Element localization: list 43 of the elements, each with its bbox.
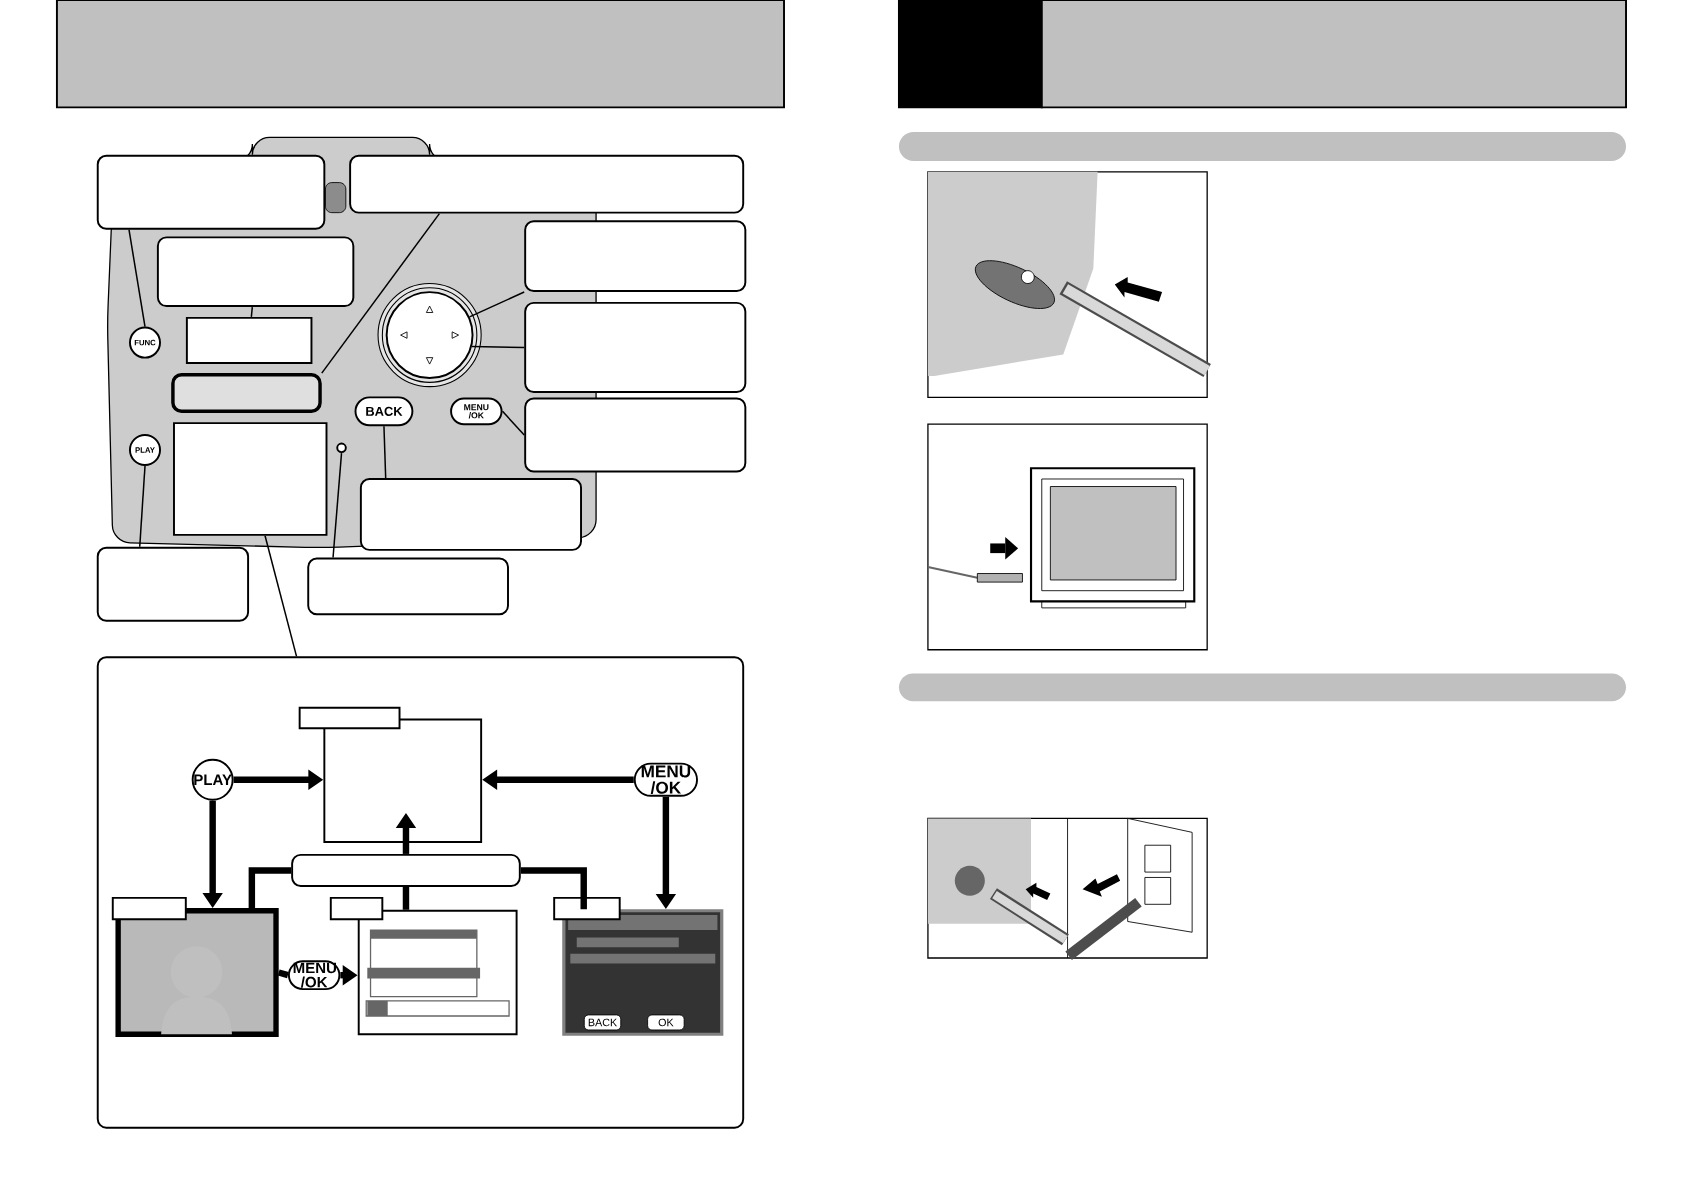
connector-line [277,969,289,979]
camera-button: MENU /OK [450,397,503,426]
leader-line [471,345,525,349]
leader-line [468,291,525,318]
leader-line [383,425,387,479]
lcd-panel [185,316,313,364]
callout-box [524,220,747,293]
connector-line [248,867,292,909]
button-strip [171,373,322,414]
label-tab [553,896,621,921]
label-tab [111,896,187,921]
header-bar [55,0,785,109]
play-button: PLAY [191,758,234,801]
callout-box [524,397,747,473]
lcd-screen [173,422,328,536]
callout-box [96,154,326,230]
label-tab [298,706,401,730]
callout-box [524,301,747,393]
callout-box [156,236,355,308]
label-tab [329,896,384,921]
indicator-lamp [336,442,347,454]
callout-box [359,478,582,551]
leader-line [321,212,441,374]
section-bar [898,673,1626,702]
menu-button: MENU /OK [287,960,341,991]
leader-line [264,535,298,658]
connector-bar [291,853,521,888]
camera-button: BACK [354,396,414,427]
leader-line [250,306,254,318]
leader-line [501,410,525,436]
leader-line [332,452,343,559]
header-bar [1040,0,1627,109]
menu-button: MENU /OK [633,762,698,797]
header-tab [897,0,1043,109]
screen-button: OK [647,1014,685,1031]
section-bar [898,132,1626,162]
screen-button: BACK [583,1014,622,1031]
callout-box [307,557,509,616]
leader-line [139,465,146,548]
connector-line [520,867,587,910]
callout-box [349,154,745,214]
callout-box [96,546,250,622]
leader-line [128,229,146,328]
